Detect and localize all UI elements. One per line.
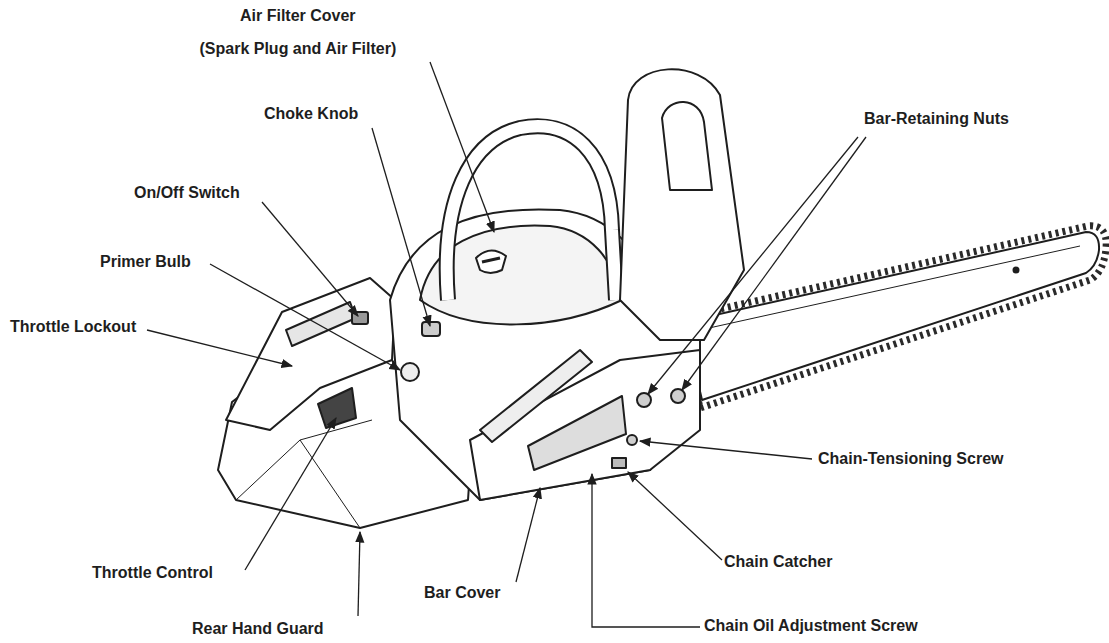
chain-catcher	[612, 458, 626, 468]
bar-rivet	[1014, 268, 1019, 273]
part-label: Chain-Tensioning Screw	[818, 449, 1004, 468]
part-label: Rear Hand Guard	[192, 619, 324, 638]
part-label: Bar-Retaining Nuts	[864, 109, 1009, 128]
front-handle	[447, 126, 616, 300]
leader-line	[147, 330, 292, 366]
part-label: Throttle Control	[92, 563, 213, 582]
leader-line	[262, 202, 358, 316]
handle-grip-bar	[480, 350, 592, 442]
cover-knob	[476, 250, 506, 273]
leader-line	[210, 264, 400, 370]
part-label: Chain Oil Adjustment Screw	[704, 616, 918, 635]
leader-line	[640, 441, 812, 459]
rear-handle	[226, 278, 395, 430]
part-label: Primer Bulb	[100, 252, 191, 271]
leader-line	[516, 488, 540, 582]
leader-line	[682, 137, 866, 390]
cover-window	[528, 396, 626, 470]
tension-screw	[627, 435, 637, 445]
part-label: (Spark Plug and Air Filter)	[200, 39, 397, 58]
part-label: Chain Catcher	[724, 552, 832, 571]
leader-line	[245, 418, 336, 570]
guide-bar	[684, 232, 1099, 400]
part-label: Air Filter Cover	[240, 6, 356, 25]
knob-grip	[482, 258, 500, 262]
guard-facet	[236, 420, 372, 528]
leader-line	[648, 137, 858, 394]
throttle-trigger	[318, 388, 356, 428]
guard-cutout	[662, 102, 712, 190]
part-label: Throttle Lockout	[10, 317, 136, 336]
front-handle	[447, 126, 616, 300]
leader-line	[358, 532, 360, 616]
on-off-switch	[352, 312, 368, 324]
saw-chain	[680, 226, 1106, 408]
bar-nut	[671, 389, 685, 403]
part-label: Bar Cover	[424, 583, 500, 602]
choke-knob	[422, 322, 440, 336]
part-label: On/Off Switch	[134, 183, 240, 202]
bar-nut	[637, 393, 651, 407]
primer-bulb	[401, 363, 419, 381]
bar-groove	[700, 246, 1080, 330]
leader-line	[372, 128, 430, 326]
leader-line	[430, 62, 494, 232]
leader-line	[592, 474, 700, 627]
part-label: Choke Knob	[264, 104, 358, 123]
leader-line	[628, 472, 722, 560]
